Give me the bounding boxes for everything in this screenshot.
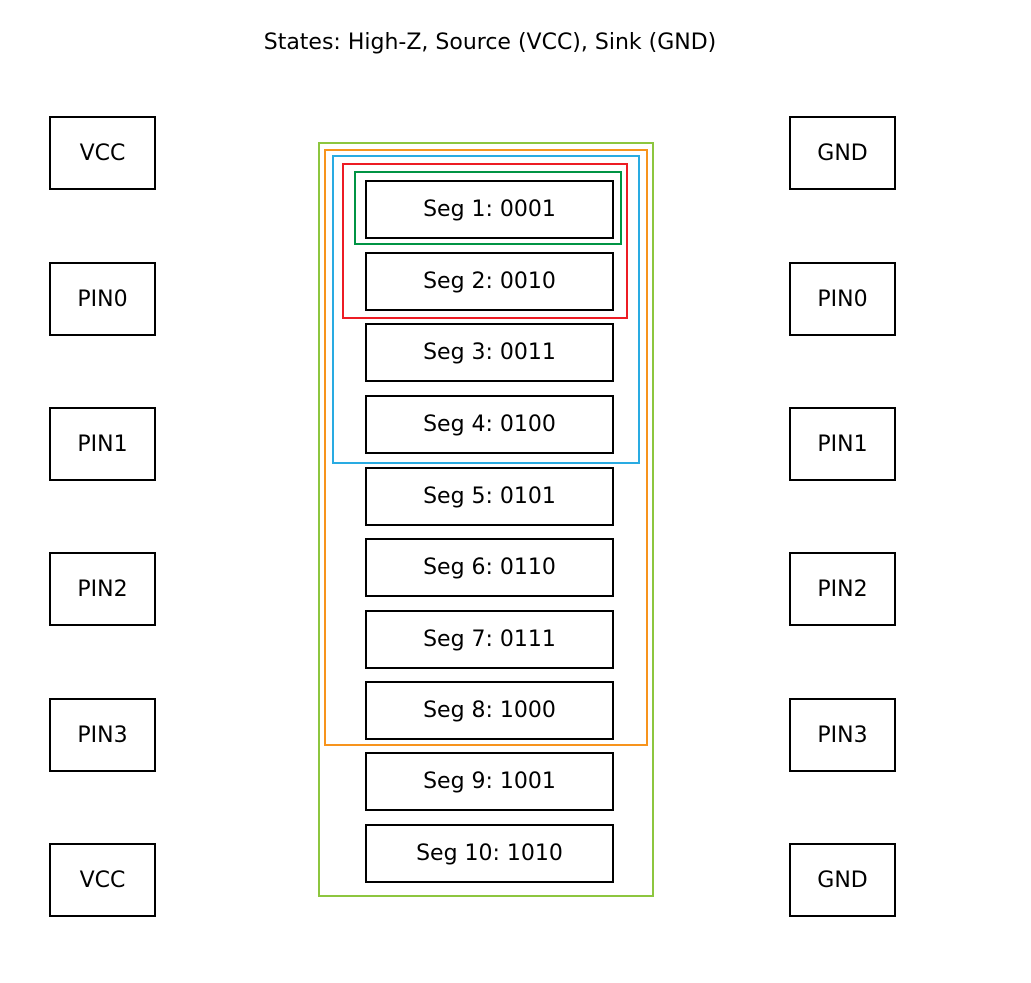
frame-segments-1-2 (342, 163, 628, 319)
right-pin-pin1: PIN1 (789, 407, 896, 481)
frame-segments-1-10 (318, 142, 654, 897)
segment-10: Seg 10: 1010 (365, 824, 614, 883)
right-pin-pin2: PIN2 (789, 552, 896, 626)
right-pin-gnd-bottom: GND (789, 843, 896, 917)
segment-5: Seg 5: 0101 (365, 467, 614, 526)
segment-7: Seg 7: 0111 (365, 610, 614, 669)
left-pin-pin1: PIN1 (49, 407, 156, 481)
left-pin-pin3: PIN3 (49, 698, 156, 772)
segment-9: Seg 9: 1001 (365, 752, 614, 811)
left-pin-vcc-bottom: VCC (49, 843, 156, 917)
left-pin-pin2: PIN2 (49, 552, 156, 626)
left-pin-vcc-top: VCC (49, 116, 156, 190)
segment-4: Seg 4: 0100 (365, 395, 614, 454)
segment-3: Seg 3: 0011 (365, 323, 614, 382)
right-pin-pin0: PIN0 (789, 262, 896, 336)
frame-segments-1-4 (332, 155, 640, 464)
right-pin-gnd-top: GND (789, 116, 896, 190)
segment-6: Seg 6: 0110 (365, 538, 614, 597)
frame-segments-1-8 (324, 149, 648, 746)
left-pin-pin0: PIN0 (49, 262, 156, 336)
segment-8: Seg 8: 1000 (365, 681, 614, 740)
frame-segment-1 (354, 171, 622, 245)
segment-1: Seg 1: 0001 (365, 180, 614, 239)
right-pin-pin3: PIN3 (789, 698, 896, 772)
segment-2: Seg 2: 0010 (365, 252, 614, 311)
diagram-title: States: High-Z, Source (VCC), Sink (GND) (263, 30, 717, 55)
